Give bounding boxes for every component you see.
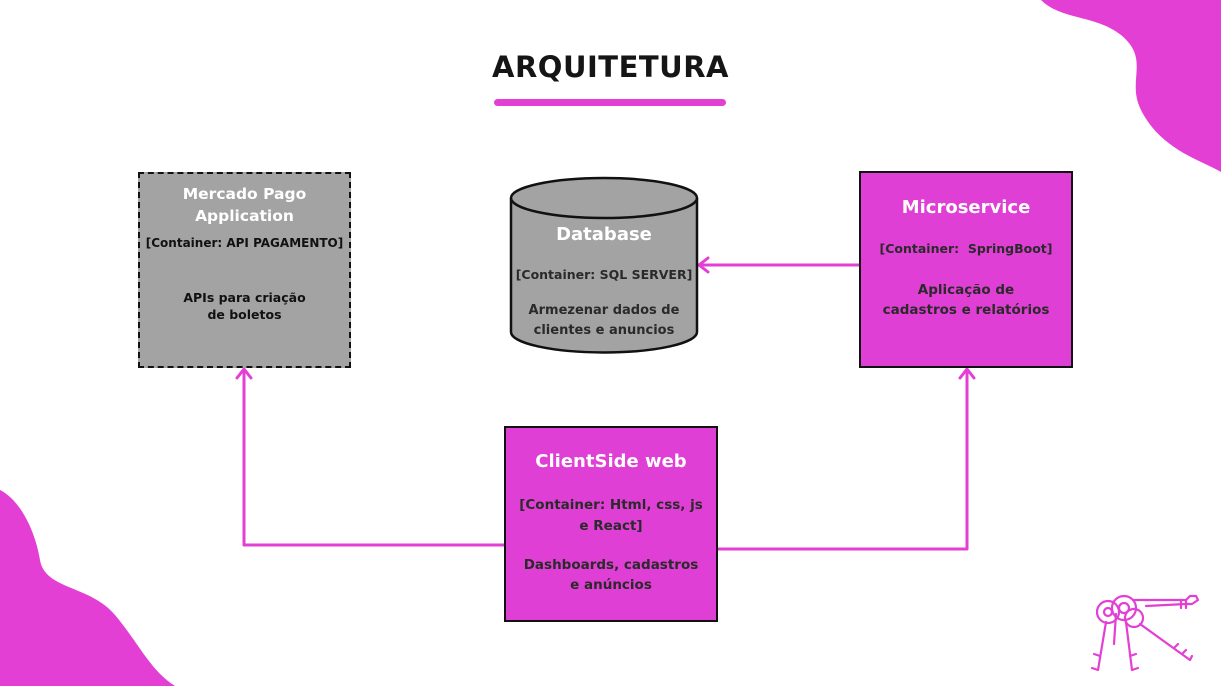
microservice-node: Microservice [Container: SpringBoot] Apl…	[859, 171, 1073, 368]
clientside-description: Dashboards, cadastros e anúncios	[523, 557, 699, 593]
mercadopago-name: Mercado Pago Application	[182, 185, 307, 225]
database-cylinder	[509, 176, 699, 354]
clientside-name: ClientSide web	[535, 451, 687, 472]
top-right-blob	[1041, 0, 1221, 172]
title-underline	[494, 99, 726, 106]
bottom-left-blob	[0, 490, 175, 686]
database-container: [Container: SQL SERVER]	[515, 267, 693, 282]
mercadopago-container: [Container: API PAGAMENTO]	[145, 236, 344, 250]
mercadopago-node: Mercado Pago Application [Container: API…	[138, 172, 351, 368]
clientside-container: [Container: Html, css, js e React]	[519, 497, 703, 534]
keys-icon	[1090, 594, 1200, 672]
microservice-container: [Container: SpringBoot]	[879, 241, 1053, 256]
clientside-node: ClientSide web [Container: Html, css, js…	[504, 426, 718, 622]
page-title: ARQUITETURA	[492, 50, 729, 84]
mercadopago-description: APIs para criação de boletos	[183, 290, 306, 322]
database-description: Armezenar dados de clientes e anuncios	[528, 303, 680, 338]
database-name: Database	[556, 224, 652, 245]
arrow-clientside-to-microservice	[716, 368, 969, 551]
microservice-description: Aplicação de cadastros e relatórios	[882, 282, 1050, 318]
arrow-clientside-to-mercadopago	[242, 368, 506, 547]
microservice-name: Microservice	[901, 197, 1031, 218]
